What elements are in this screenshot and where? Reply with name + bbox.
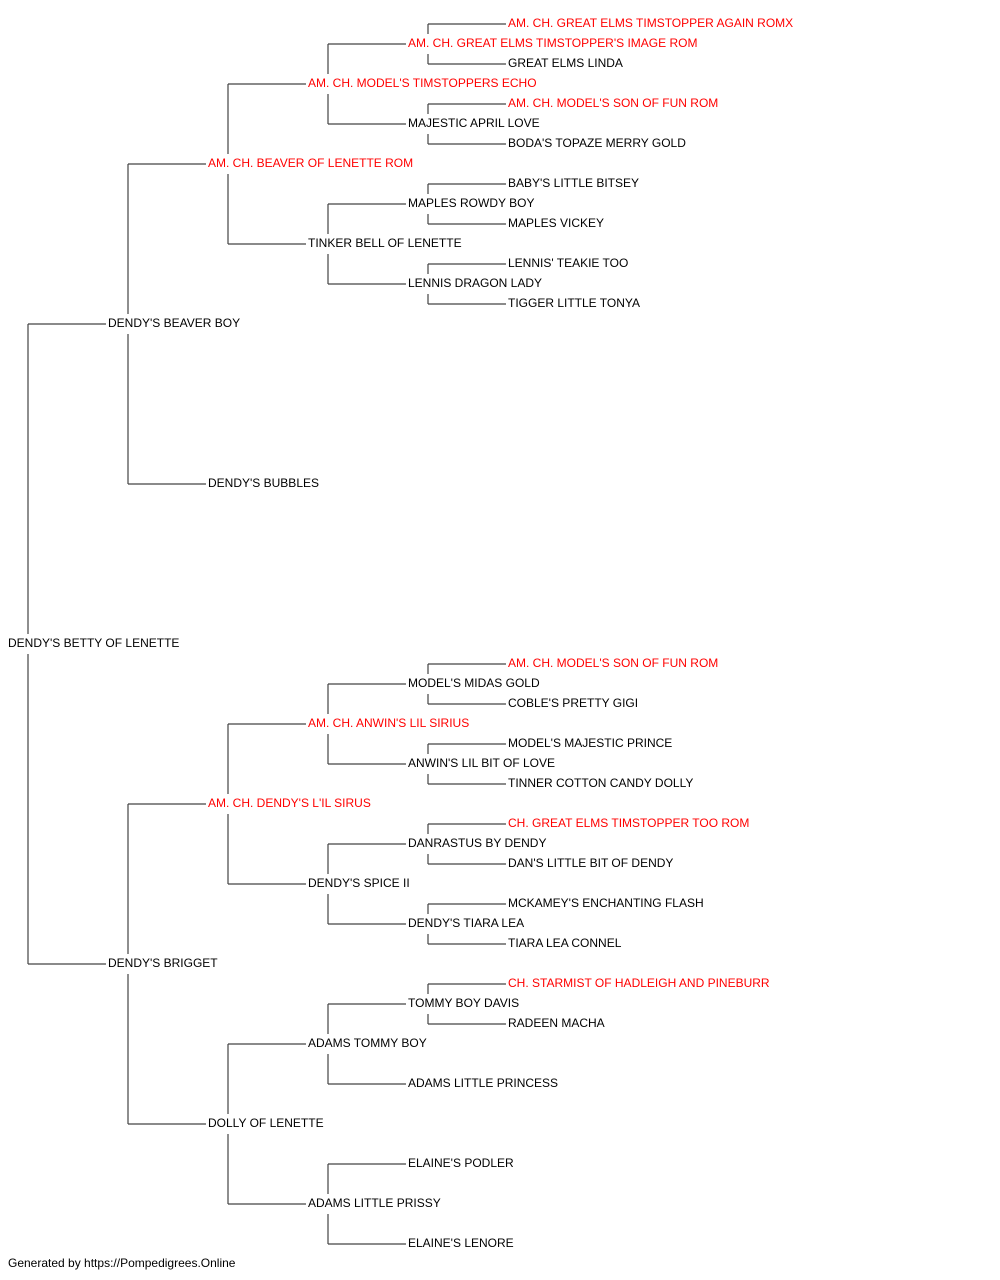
pedigree-node-sire-sire-dam-dam: LENNIS DRAGON LADY [408, 276, 542, 290]
pedigree-node-sire-sire-dam-dam-sire: LENNIS' TEAKIE TOO [508, 256, 628, 270]
pedigree-node-sire-sire-dam: TINKER BELL OF LENETTE [308, 236, 462, 250]
pedigree-node-sire-sire-dam-dam-dam: TIGGER LITTLE TONYA [508, 296, 640, 310]
pedigree-node-dam-dam-dam-sire: ELAINE'S PODLER [408, 1156, 514, 1170]
pedigree-node-sire-sire-dam-sire: MAPLES ROWDY BOY [408, 196, 534, 210]
pedigree-node-dam-sire-dam-dam-sire: MCKAMEY'S ENCHANTING FLASH [508, 896, 704, 910]
pedigree-node-sire-sire-dam-sire-dam: MAPLES VICKEY [508, 216, 604, 230]
pedigree-node-dam-sire-sire-dam: ANWIN'S LIL BIT OF LOVE [408, 756, 555, 770]
pedigree-node-dam-sire-sire-dam-sire: MODEL'S MAJESTIC PRINCE [508, 736, 672, 750]
pedigree-node-dam: DENDY'S BRIGGET [108, 956, 218, 970]
pedigree-node-dam-dam-dam-dam: ELAINE'S LENORE [408, 1236, 514, 1250]
pedigree-node-dam-sire-dam-dam: DENDY'S TIARA LEA [408, 916, 524, 930]
pedigree-node-dam-sire-sire-dam-dam: TINNER COTTON CANDY DOLLY [508, 776, 693, 790]
pedigree-node-dam-sire-dam-sire: DANRASTUS BY DENDY [408, 836, 546, 850]
pedigree-node-dam-dam: DOLLY OF LENETTE [208, 1116, 324, 1130]
pedigree-node-dam-sire-dam-sire-dam: DAN'S LITTLE BIT OF DENDY [508, 856, 673, 870]
pedigree-node-dam-sire-sire-sire-sire: AM. CH. MODEL'S SON OF FUN ROM [508, 656, 718, 670]
pedigree-node-sire-sire-sire: AM. CH. MODEL'S TIMSTOPPERS ECHO [308, 76, 537, 90]
pedigree-node-dam-dam-sire-sire: TOMMY BOY DAVIS [408, 996, 519, 1010]
pedigree-node-dam-sire-dam-sire-sire: CH. GREAT ELMS TIMSTOPPER TOO ROM [508, 816, 749, 830]
pedigree-node-dam-dam-sire-sire-dam: RADEEN MACHA [508, 1016, 605, 1030]
pedigree-node-dam-sire-sire: AM. CH. ANWIN'S LIL SIRIUS [308, 716, 469, 730]
pedigree-node-root: DENDY'S BETTY OF LENETTE [8, 636, 179, 650]
pedigree-node-dam-sire-dam-dam-dam: TIARA LEA CONNEL [508, 936, 622, 950]
pedigree-node-sire: DENDY'S BEAVER BOY [108, 316, 240, 330]
pedigree-node-sire-sire-sire-sire: AM. CH. GREAT ELMS TIMSTOPPER'S IMAGE RO… [408, 36, 697, 50]
pedigree-node-dam-sire: AM. CH. DENDY'S L'IL SIRUS [208, 796, 371, 810]
pedigree-node-sire-dam: DENDY'S BUBBLES [208, 476, 319, 490]
pedigree-node-dam-sire-sire-sire-dam: COBLE'S PRETTY GIGI [508, 696, 638, 710]
pedigree-node-dam-sire-sire-sire: MODEL'S MIDAS GOLD [408, 676, 540, 690]
pedigree-node-sire-sire-sire-dam-sire: AM. CH. MODEL'S SON OF FUN ROM [508, 96, 718, 110]
pedigree-node-sire-sire-sire-sire-sire: AM. CH. GREAT ELMS TIMSTOPPER AGAIN ROMX [508, 16, 793, 30]
pedigree-node-sire-sire-sire-sire-dam: GREAT ELMS LINDA [508, 56, 623, 70]
footer-credit: Generated by https://Pompedigrees.Online [8, 1256, 236, 1270]
pedigree-node-sire-sire-dam-sire-sire: BABY'S LITTLE BITSEY [508, 176, 639, 190]
pedigree-node-dam-dam-sire-dam: ADAMS LITTLE PRINCESS [408, 1076, 558, 1090]
pedigree-node-dam-dam-dam: ADAMS LITTLE PRISSY [308, 1196, 441, 1210]
pedigree-node-dam-dam-sire: ADAMS TOMMY BOY [308, 1036, 427, 1050]
pedigree-node-sire-sire-sire-dam: MAJESTIC APRIL LOVE [408, 116, 540, 130]
pedigree-node-sire-sire: AM. CH. BEAVER OF LENETTE ROM [208, 156, 413, 170]
pedigree-node-dam-dam-sire-sire-sire: CH. STARMIST OF HADLEIGH AND PINEBURR [508, 976, 770, 990]
pedigree-node-dam-sire-dam: DENDY'S SPICE II [308, 876, 410, 890]
pedigree-node-sire-sire-sire-dam-dam: BODA'S TOPAZE MERRY GOLD [508, 136, 686, 150]
